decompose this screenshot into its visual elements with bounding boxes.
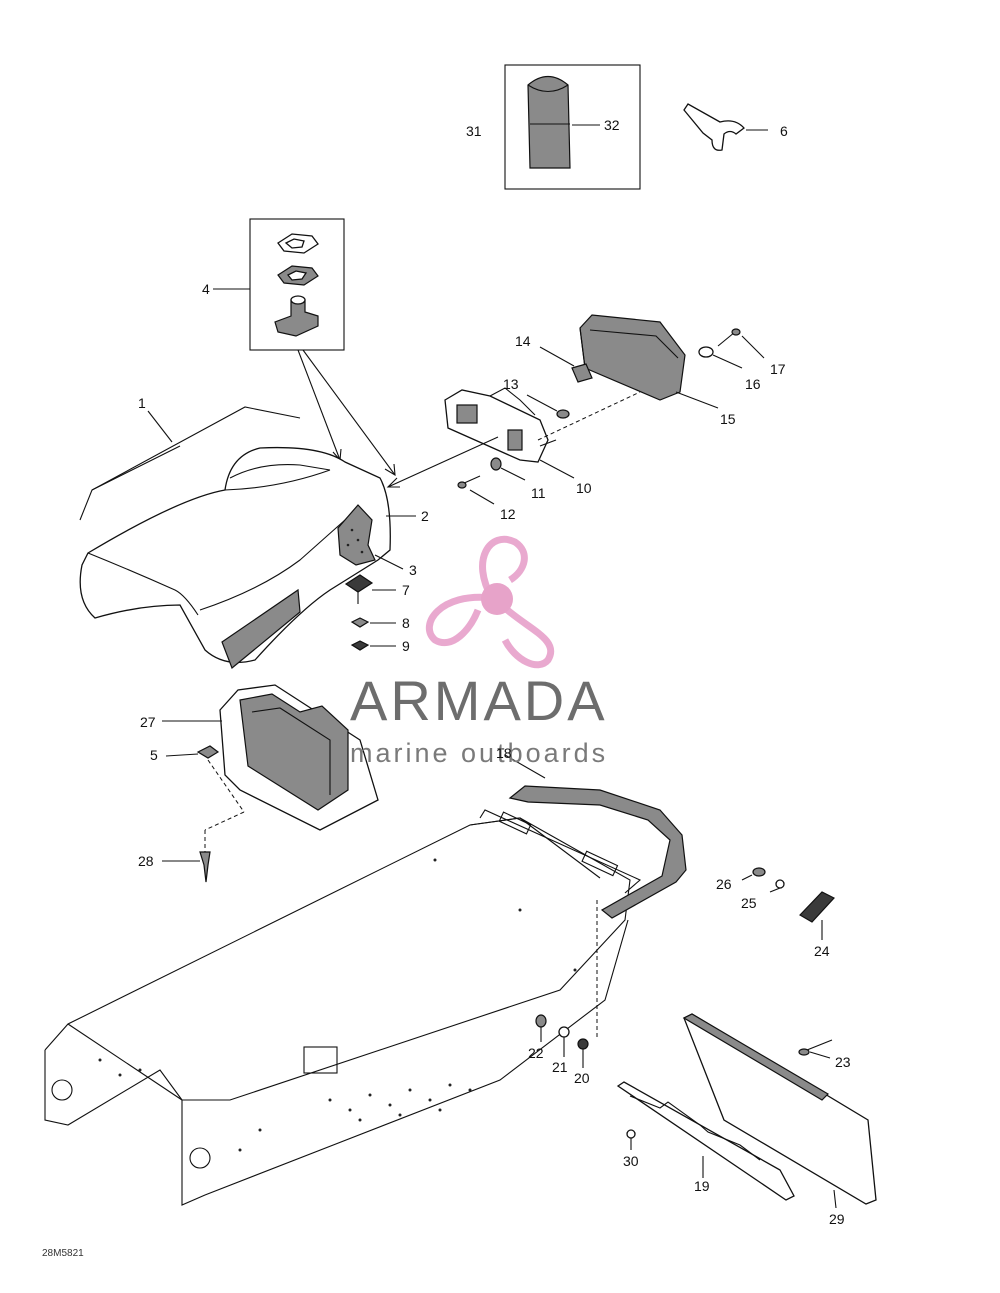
callout-18: 18: [496, 745, 512, 761]
armada-watermark: ARMADA marine outboards: [350, 535, 608, 768]
callout-labels: 1 2 3 4 5 6 7 8 9 10 11 12 13 14 15 16 1…: [138, 117, 851, 1227]
callout-19: 19: [694, 1178, 710, 1194]
callout-13: 13: [503, 376, 519, 392]
callout-10: 10: [576, 480, 592, 496]
callout-3: 3: [409, 562, 417, 578]
callout-1: 1: [138, 395, 146, 411]
toolbox: [162, 684, 379, 883]
callout-17: 17: [770, 361, 786, 377]
callout-25: 25: [741, 895, 757, 911]
grab-handle: [504, 754, 687, 919]
callout-8: 8: [402, 615, 410, 631]
part-31-box: [504, 64, 641, 190]
callout-5: 5: [150, 747, 158, 763]
tunnel-hardware: [535, 1014, 589, 1068]
drawing-code: 28M5821: [42, 1248, 84, 1259]
callout-27: 27: [140, 714, 156, 730]
callout-29: 29: [829, 1211, 845, 1227]
callout-6: 6: [780, 123, 788, 139]
part-4-box: [213, 218, 396, 477]
callout-24: 24: [814, 943, 830, 959]
propeller-logo: [426, 535, 555, 669]
callout-21: 21: [552, 1059, 568, 1075]
watermark-tagline: marine outboards: [350, 738, 608, 768]
part-6-spanner: [683, 103, 768, 151]
callout-20: 20: [574, 1070, 590, 1086]
callout-12: 12: [500, 506, 516, 522]
callout-7: 7: [402, 582, 410, 598]
callout-28: 28: [138, 853, 154, 869]
callout-31: 31: [466, 123, 482, 139]
watermark-brand: ARMADA: [350, 669, 608, 732]
callout-30: 30: [623, 1153, 639, 1169]
callout-2: 2: [421, 508, 429, 524]
callout-26: 26: [716, 876, 732, 892]
seat-assembly: [79, 406, 416, 669]
taillight-assembly: [386, 314, 765, 505]
callout-14: 14: [515, 333, 531, 349]
callout-4: 4: [202, 281, 210, 297]
callout-15: 15: [720, 411, 736, 427]
snowflap-assembly: [616, 1013, 877, 1209]
callout-23: 23: [835, 1054, 851, 1070]
callout-22: 22: [528, 1045, 544, 1061]
callout-16: 16: [745, 376, 761, 392]
seat-fasteners: [344, 574, 396, 651]
callout-9: 9: [402, 638, 410, 654]
tunnel-frame: [44, 809, 642, 1206]
rear-reflector-group: [741, 867, 835, 940]
callout-32: 32: [604, 117, 620, 133]
callout-11: 11: [531, 485, 546, 501]
